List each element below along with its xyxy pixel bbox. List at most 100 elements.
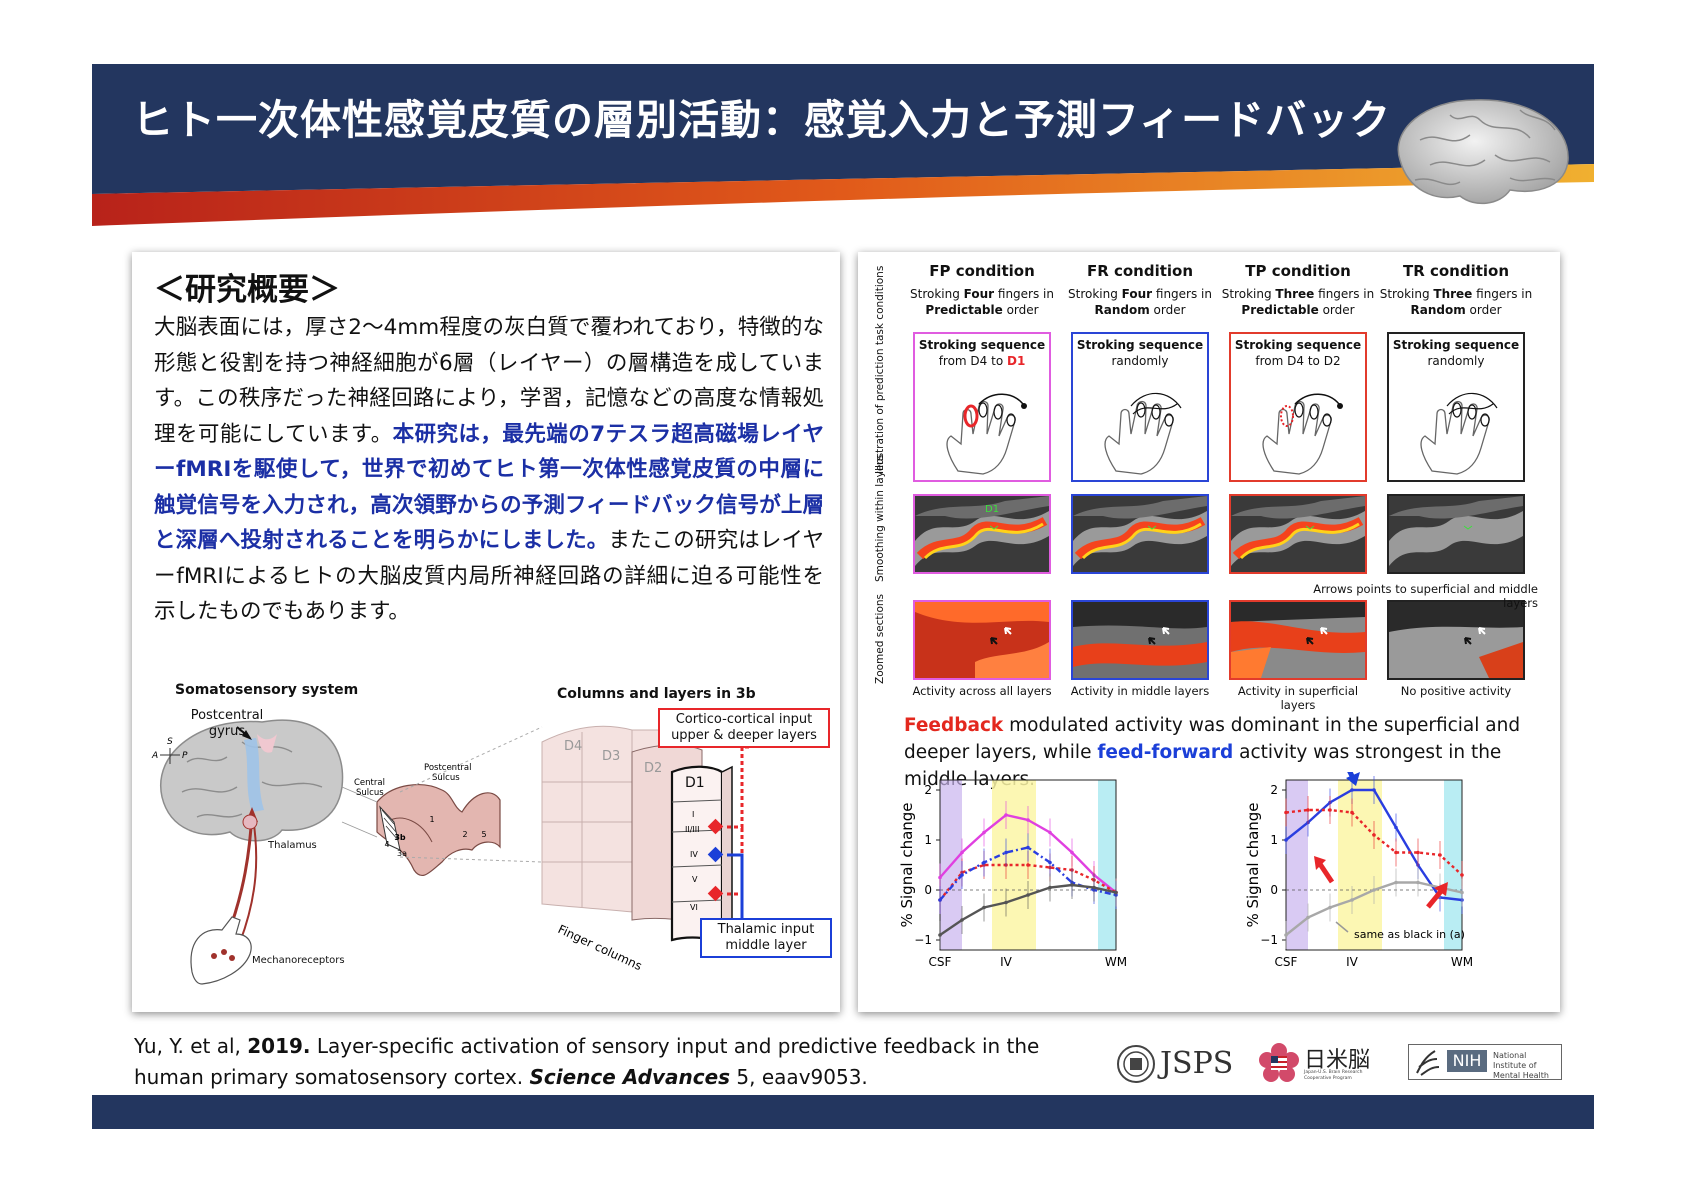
layer-i: I: [692, 810, 694, 819]
layer-ii-iii: II/III: [685, 825, 700, 834]
feedback-part-1: modulated activity was dominant in the s…: [904, 715, 1521, 763]
citation-journal: Science Advances: [529, 1065, 731, 1089]
footer-bar: [92, 1095, 1594, 1129]
data-point: [1114, 890, 1118, 895]
postcentral-gyrus-label: Postcentral gyrus: [190, 708, 264, 739]
feedback-word: Feedback: [904, 715, 1004, 736]
data-point: [1092, 885, 1096, 890]
nimh-text: National Institute of Mental Health: [1493, 1051, 1549, 1080]
data-point: [1048, 860, 1052, 865]
data-point: [1460, 873, 1464, 877]
data-point: [1416, 850, 1420, 855]
page-title: ヒト一次体性感覚皮質の層別活動：感覚入力と予測フィードバック: [132, 96, 1392, 144]
wm-band: [1444, 780, 1462, 950]
condition-title: FR condition: [1086, 262, 1194, 280]
sequence-desc: from D4 to D2: [1255, 354, 1341, 368]
hand-illustration-icon: [1104, 392, 1182, 475]
data-point: [1328, 905, 1332, 910]
data-point: [960, 873, 964, 877]
feedforward-arrowhead: [1346, 772, 1360, 786]
layer-vi: VI: [690, 903, 698, 912]
feedback-statement: Feedback modulated activity was dominant…: [904, 712, 1544, 793]
data-point: [960, 850, 964, 855]
data-point: [1070, 883, 1074, 887]
data-point: [1350, 788, 1354, 792]
data-point: [982, 905, 986, 910]
feedback-arrowhead-deep: [1434, 882, 1448, 896]
data-point: [1284, 838, 1288, 842]
x-tick-label: CSF: [1275, 955, 1298, 969]
citation-title: Layer-specific activation of sensory inp…: [134, 1034, 1040, 1089]
data-point: [1306, 915, 1310, 920]
layer-iv-band: [1338, 780, 1382, 950]
nih-text: NIH: [1447, 1050, 1487, 1072]
citation-authors: Yu, Y. et al,: [134, 1034, 248, 1058]
data-point: [1284, 933, 1288, 937]
y-axis-label: % Signal change: [898, 802, 916, 927]
digit-d2: D2: [644, 761, 662, 776]
digit-d1: D1: [685, 775, 705, 791]
area-4-label: 4: [384, 840, 389, 849]
mri-slice-3: [1387, 494, 1525, 574]
thalamus-label: Thalamus: [268, 840, 317, 851]
overview-body: 大脳表面には，厚さ2～4mm程度の灰白質で覆われており，特徴的な形態と役割を持つ…: [154, 310, 824, 630]
orientation-s: S: [167, 737, 173, 747]
x-tick-label: IV: [1346, 955, 1359, 969]
y-tick-label: 1: [1270, 833, 1278, 847]
mechanoreceptors-label: Mechanoreceptors: [252, 955, 345, 966]
data-point: [1048, 885, 1052, 890]
sequence-title: Stroking sequence: [1392, 338, 1520, 352]
sequence-title: Stroking sequence: [1076, 338, 1204, 352]
finger-columns-label: Finger columns: [556, 922, 645, 973]
data-point: [1460, 890, 1464, 895]
data-point: [1394, 850, 1398, 855]
row-label-smoothing: Smoothing within layers: [874, 454, 886, 582]
data-point: [1394, 880, 1398, 885]
sequence-desc: randomly: [1427, 354, 1485, 368]
zoom-image: [1389, 602, 1523, 678]
zoomed-section-0: [913, 600, 1051, 680]
citation: Yu, Y. et al, 2019. Layer-specific activ…: [134, 1031, 1094, 1093]
overview-panel: ＜研究概要＞ 大脳表面には，厚さ2～4mm程度の灰白質で覆われており，特徴的な形…: [132, 252, 840, 1012]
data-point: [1026, 893, 1030, 897]
data-point: [1350, 898, 1354, 902]
somatosensory-title: Somatosensory system: [175, 682, 359, 698]
data-point: [1284, 810, 1288, 815]
hand-illustration-icon: [946, 393, 1027, 475]
data-point: [1328, 808, 1332, 812]
zoom-image: [915, 602, 1049, 678]
citation-year: 2019.: [247, 1034, 311, 1058]
y-tick-label: 2: [924, 783, 932, 797]
overview-text-2: またこの研究はレイヤーfMRIによるヒトの大脳皮質内局所神経回路の詳細に迫る可能…: [154, 528, 824, 624]
jsps-text: JSPS: [1160, 1046, 1234, 1081]
y-tick-label: −1: [914, 933, 932, 947]
sequence-desc: from D4 to D1: [938, 354, 1026, 368]
condition-desc: Stroking Three fingers in Random order: [1379, 287, 1533, 317]
x-tick-label: IV: [1000, 955, 1013, 969]
data-point: [938, 898, 942, 902]
data-point: [938, 933, 942, 937]
data-point: [1372, 833, 1376, 837]
hhs-emblem-icon: [1416, 1050, 1440, 1076]
condition-desc: Stroking Three fingers in Predictable or…: [1221, 287, 1375, 317]
nichibei-emblem-icon: [1259, 1043, 1299, 1082]
sequence-box-3: Stroking sequence randomly: [1387, 332, 1525, 482]
data-point: [1004, 850, 1008, 855]
data-point: [1070, 850, 1074, 855]
condition-title: TR condition: [1402, 262, 1510, 280]
area-3b-label: 3b: [394, 833, 406, 842]
wm-band: [1098, 780, 1116, 950]
citation-volume: 5, eaav9053.: [730, 1065, 868, 1089]
activity-caption-3: No positive activity: [1400, 684, 1512, 698]
overview-heading: ＜研究概要＞: [154, 272, 340, 308]
mri-image: [1231, 496, 1365, 572]
sequence-desc: randomly: [1111, 354, 1169, 368]
data-point: [1048, 830, 1052, 835]
data-point: [960, 918, 964, 922]
condition-title: FP condition: [929, 262, 1035, 280]
